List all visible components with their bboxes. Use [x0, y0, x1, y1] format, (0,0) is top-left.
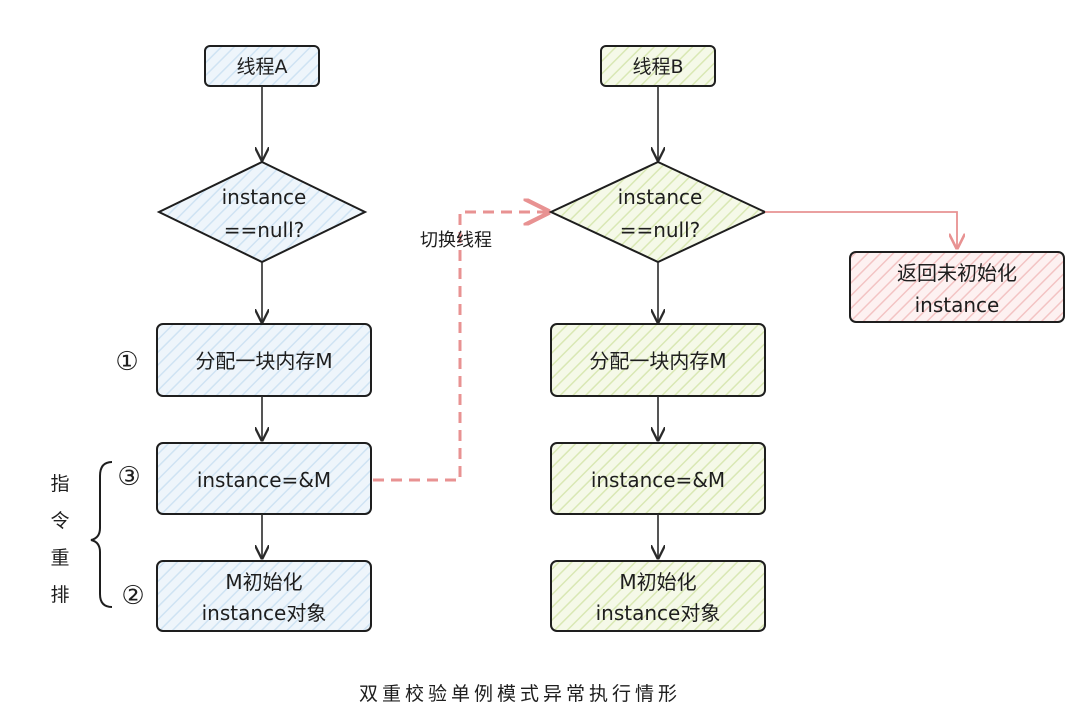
switch-thread-arrow: [373, 212, 548, 482]
reorder-char-3: 重: [50, 547, 69, 569]
thread-b-title: 线程B: [632, 56, 683, 78]
arrow-b-condition-to-return: [765, 211, 957, 248]
thread-a-condition-line1: instance: [222, 185, 307, 209]
thread-b-step1-text: 分配一块内存M: [589, 349, 726, 373]
step-marker-1: ①: [115, 347, 138, 377]
step-marker-3: ③: [117, 462, 140, 492]
thread-a-condition-diamond: instance ==null?: [156, 160, 368, 264]
thread-a-step2-box: M初始化 instance对象: [156, 560, 372, 632]
thread-a-step3-text: instance=&M: [197, 468, 331, 492]
thread-a-title: 线程A: [237, 56, 288, 78]
thread-b-step3-box: M初始化 instance对象: [550, 560, 766, 632]
thread-a-step2-line2: instance对象: [202, 601, 327, 625]
thread-a-step3-box: instance=&M: [156, 442, 372, 515]
thread-b-condition-line2: ==null?: [620, 218, 701, 242]
thread-b-step2-box: instance=&M: [550, 442, 766, 515]
thread-a-title-box: 线程A: [204, 45, 320, 87]
thread-b-title-box: 线程B: [600, 45, 716, 87]
thread-b-step2-text: instance=&M: [591, 468, 725, 492]
diagram-caption: 双重校验单例模式异常执行情形: [359, 683, 681, 705]
return-uninitialized-box: 返回未初始化 instance: [849, 251, 1065, 323]
thread-b-step3-line2: instance对象: [596, 601, 721, 625]
switch-thread-label: 切换线程: [420, 230, 492, 251]
thread-a-condition-line2: ==null?: [224, 218, 305, 242]
thread-a-step2-line1: M初始化: [225, 570, 302, 594]
thread-a-step1-text: 分配一块内存M: [195, 349, 332, 373]
thread-b-step3-line1: M初始化: [619, 570, 696, 594]
reorder-char-4: 排: [50, 584, 69, 606]
reorder-char-2: 令: [50, 510, 69, 532]
reorder-char-1: 指: [50, 473, 69, 495]
reorder-label: 指 令 重 排: [50, 473, 69, 606]
reorder-brace: [90, 461, 113, 608]
thread-b-step1-box: 分配一块内存M: [550, 323, 766, 397]
thread-a-step1-box: 分配一块内存M: [156, 323, 372, 397]
return-box-line1: 返回未初始化: [897, 261, 1017, 285]
step-marker-2: ②: [121, 581, 144, 611]
thread-b-condition-diamond: instance ==null?: [548, 160, 768, 264]
thread-b-condition-line1: instance: [618, 185, 703, 209]
return-box-line2: instance: [915, 293, 1000, 317]
